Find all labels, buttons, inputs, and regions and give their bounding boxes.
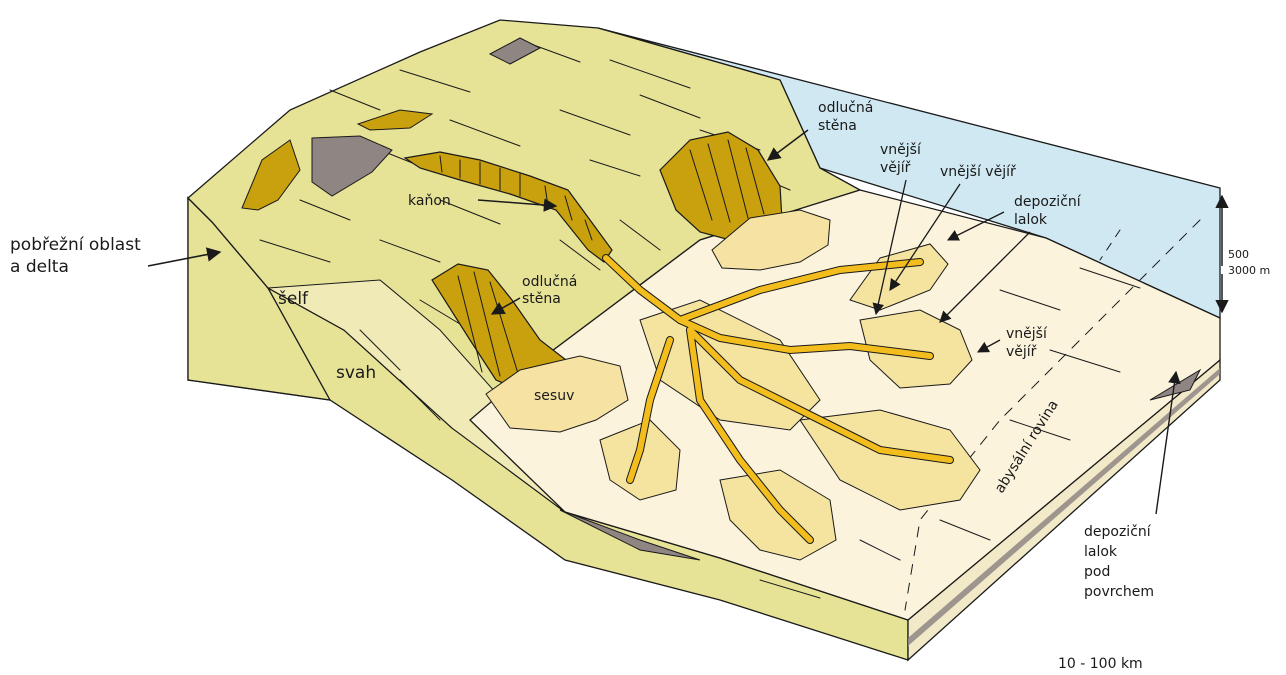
label-scarp-bottom-line2: stěna — [522, 291, 561, 307]
label-coast-line2: a delta — [10, 257, 69, 277]
label-outer-fan-b: vnější vějíř — [940, 164, 1016, 180]
label-outer-fan-right-line1: vnější — [1006, 326, 1048, 342]
label-slide: sesuv — [534, 388, 574, 404]
label-buried-lobe-line4: povrchem — [1084, 584, 1154, 600]
label-canyon: kaňon — [408, 193, 451, 209]
label-lobe-top-line2: lalok — [1014, 212, 1048, 228]
label-outer-fan-a-line1: vnější — [880, 142, 922, 158]
label-buried-lobe-line2: lalok — [1084, 544, 1118, 560]
label-outer-fan-right-line2: vějíř — [1006, 344, 1037, 360]
label-scarp-bottom-line1: odlučná — [522, 274, 577, 290]
label-shelf: šelf — [278, 289, 309, 309]
label-buried-lobe-line1: depoziční — [1084, 524, 1152, 540]
label-lobe-top-line1: depoziční — [1014, 194, 1082, 210]
label-slope: svah — [336, 363, 376, 383]
depth-scale: 500 3000 m — [1222, 196, 1270, 312]
horizontal-scale: 10 - 100 km — [1058, 656, 1143, 672]
label-scarp-top-line2: stěna — [818, 118, 857, 134]
label-buried-lobe-line3: pod — [1084, 564, 1110, 580]
depth-scale-value-2: 3000 m — [1228, 264, 1270, 277]
label-coast-line1: pobřežní oblast — [10, 235, 141, 255]
label-scarp-top-line1: odlučná — [818, 100, 873, 116]
depth-scale-value-1: 500 — [1228, 248, 1249, 261]
label-outer-fan-a-line2: vějíř — [880, 160, 911, 176]
